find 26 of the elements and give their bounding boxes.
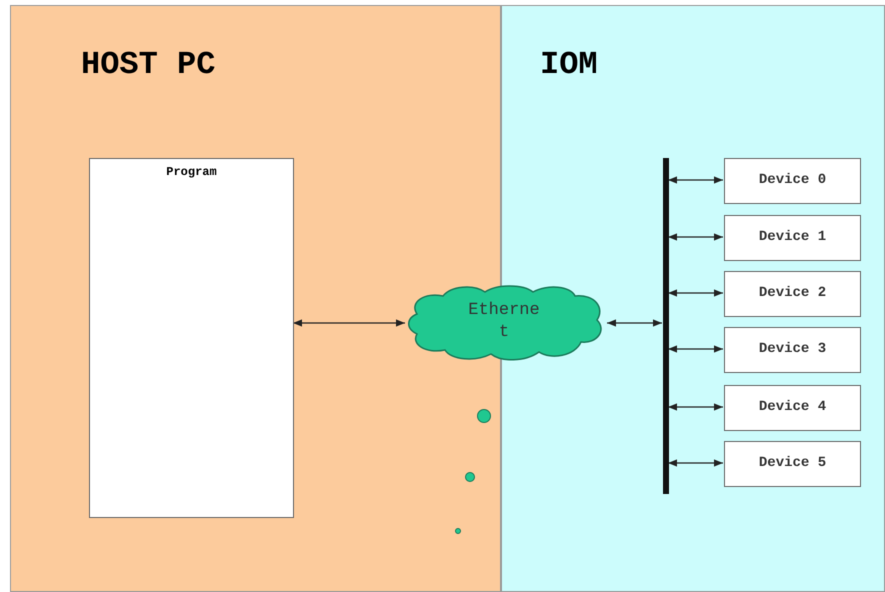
double-arrow: [668, 289, 723, 297]
double-arrow: [668, 459, 723, 467]
network-label: Ethernet: [467, 300, 541, 344]
device-label: Device 3: [758, 341, 828, 357]
double-arrow: [293, 319, 405, 327]
device-label: Device 1: [758, 229, 828, 245]
bus-bar: [663, 158, 669, 494]
program-box: [89, 158, 294, 518]
device-label: Device 2: [758, 285, 828, 301]
double-arrow: [668, 176, 723, 184]
device-box: [724, 385, 861, 431]
device-box: [724, 327, 861, 373]
device-label: Device 4: [758, 399, 828, 415]
device-label: Device 5: [758, 455, 828, 471]
device-box: [724, 441, 861, 487]
device-box: [724, 271, 861, 317]
device-label: Device 0: [758, 172, 828, 188]
device-box: [724, 158, 861, 204]
double-arrow: [607, 319, 662, 327]
device-box: [724, 215, 861, 261]
region-title: HOST PC: [81, 46, 216, 83]
region-title: IOM: [540, 46, 598, 83]
double-arrow: [668, 233, 723, 241]
double-arrow: [668, 345, 723, 353]
double-arrow: [668, 403, 723, 411]
program-label: Program: [165, 165, 218, 179]
